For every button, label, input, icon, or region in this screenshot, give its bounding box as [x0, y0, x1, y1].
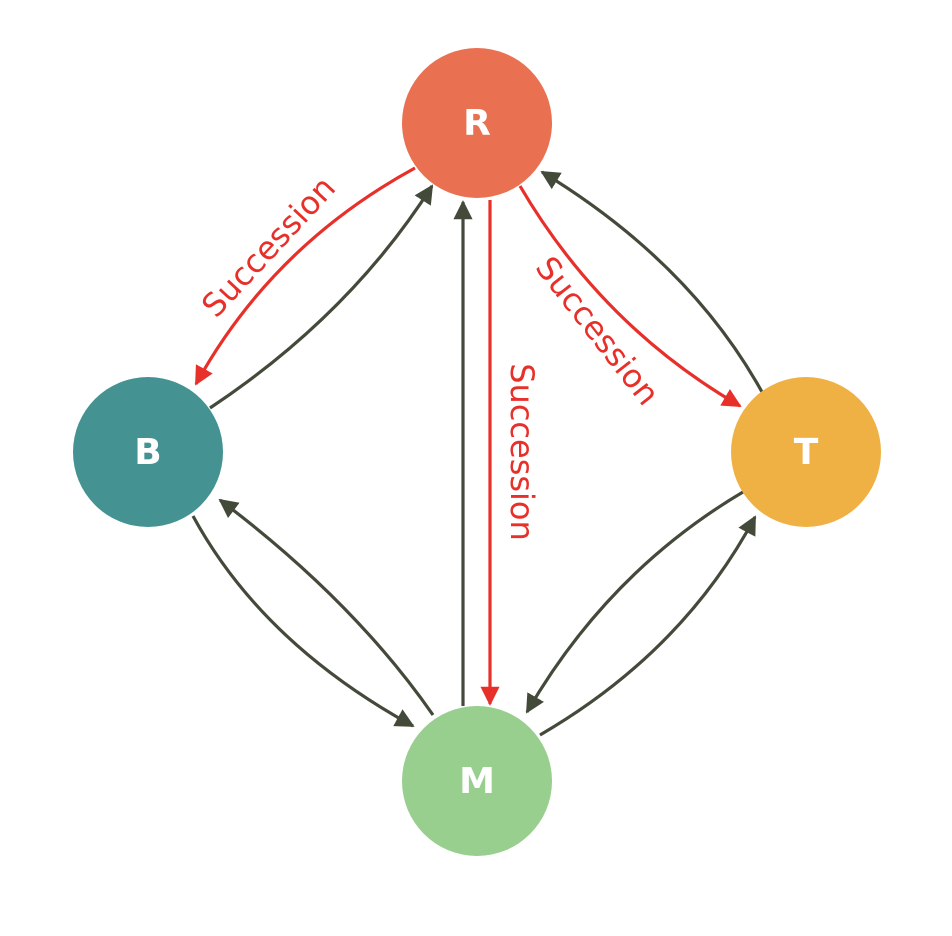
edge-r-to-b	[194, 166, 416, 386]
transition-edges	[191, 170, 764, 737]
node-m-label: M	[459, 761, 495, 802]
node-m-circle	[402, 706, 552, 856]
edge-label-r-to-m: Succession	[503, 363, 541, 541]
edge-label-r-to-b: Succession	[194, 169, 343, 325]
node-t-circle	[731, 377, 881, 527]
edge-b-to-m	[191, 515, 415, 728]
edge-m-to-b	[218, 498, 435, 716]
edge-r-to-t	[518, 185, 742, 408]
node-r-label: R	[463, 103, 491, 144]
edge-label-r-to-t: Succession	[528, 249, 667, 412]
edge-m-to-t	[539, 515, 757, 737]
nodes: R B T M	[73, 48, 881, 856]
succession-edges	[194, 166, 742, 706]
edge-labels: Succession Succession Succession	[194, 169, 667, 541]
node-m: M	[402, 706, 552, 856]
node-t-label: T	[794, 432, 819, 473]
edge-b-to-r	[209, 184, 434, 410]
node-r: R	[402, 48, 552, 198]
node-b-label: B	[134, 432, 161, 473]
edge-t-to-r	[540, 170, 764, 393]
edge-t-to-m	[525, 490, 744, 714]
node-r-circle	[402, 48, 552, 198]
node-t: T	[731, 377, 881, 527]
node-b-circle	[73, 377, 223, 527]
node-b: B	[73, 377, 223, 527]
